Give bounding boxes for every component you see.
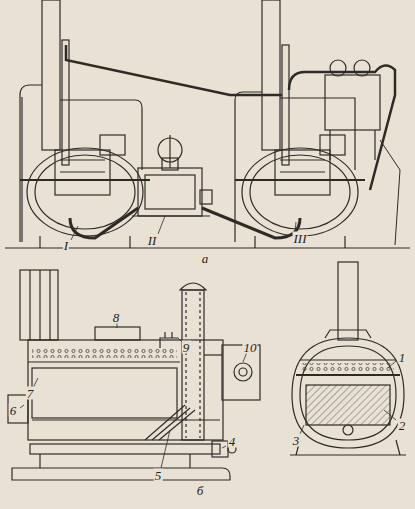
callout-number: III — [293, 232, 308, 245]
callout-number: 7 — [26, 387, 35, 400]
side-view — [8, 270, 260, 480]
callout-number: I — [63, 239, 69, 252]
callout-number: 8 — [112, 311, 121, 324]
callout-number: а — [201, 252, 210, 265]
callout-number: б — [196, 484, 205, 497]
callout-number: 9 — [182, 341, 191, 354]
callout-number: II — [147, 234, 158, 247]
callout-number: 6 — [9, 404, 18, 417]
callout-number: 2 — [398, 419, 407, 432]
leader-lines — [20, 216, 396, 468]
callout-number: 5 — [154, 469, 163, 482]
top-view — [5, 0, 410, 248]
callout-number: 3 — [292, 434, 301, 447]
callout-number: 4 — [228, 435, 237, 448]
callout-number: 10 — [243, 341, 258, 354]
cross-section — [290, 262, 406, 455]
callout-number: 1 — [398, 351, 407, 364]
